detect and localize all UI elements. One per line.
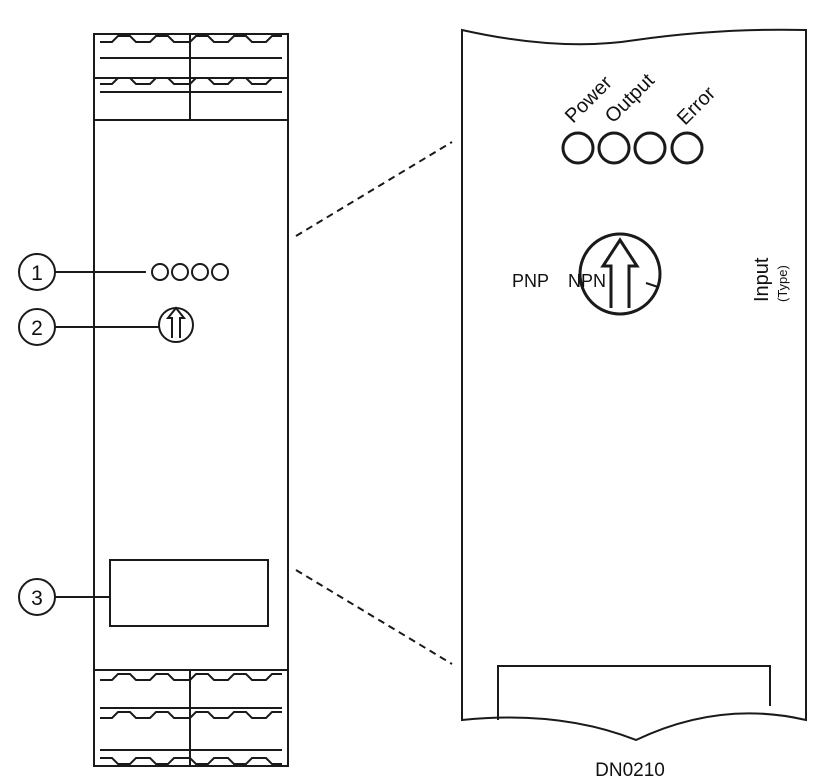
callout-1-label: 1 [31,262,43,285]
device-front-view: 1 2 3 [18,33,289,767]
switch-label-npn: NPN [568,271,606,291]
top-terminal-block [93,33,289,121]
led-small-2 [171,263,189,281]
led-label-error: Error [673,82,720,129]
led-small-1 [151,263,169,281]
detail-outline [461,28,807,742]
input-sub-label: (Type) [775,265,790,302]
callout-1: 1 [18,253,146,291]
label-window [109,559,269,627]
callout-2: 2 [18,308,159,346]
drawing-number: DN0210 [595,760,665,781]
input-label: Input [751,257,773,302]
callout-3: 3 [18,578,110,616]
zoom-line-bottom [295,569,453,665]
led-output-1 [597,131,631,165]
led-error [670,131,704,165]
device-housing [93,119,289,671]
led-output-2 [633,131,667,165]
led-power [561,131,595,165]
led-group-large [561,131,704,165]
zoom-line-top [295,141,453,237]
bottom-terminal-block [93,669,289,767]
callout-2-label: 2 [31,317,43,340]
rotary-switch-small [158,306,194,343]
led-group-small [151,263,229,281]
callout-3-label: 3 [31,587,43,610]
detail-terminal [497,665,771,720]
switch-label-pnp: PNP [512,271,549,291]
led-label-output: Output [601,69,659,127]
rotary-switch-large [578,232,662,316]
led-small-3 [191,263,209,281]
zoomed-detail-view: Power Output Error PNP NPN Input (Type) [461,28,807,742]
led-small-4 [211,263,229,281]
